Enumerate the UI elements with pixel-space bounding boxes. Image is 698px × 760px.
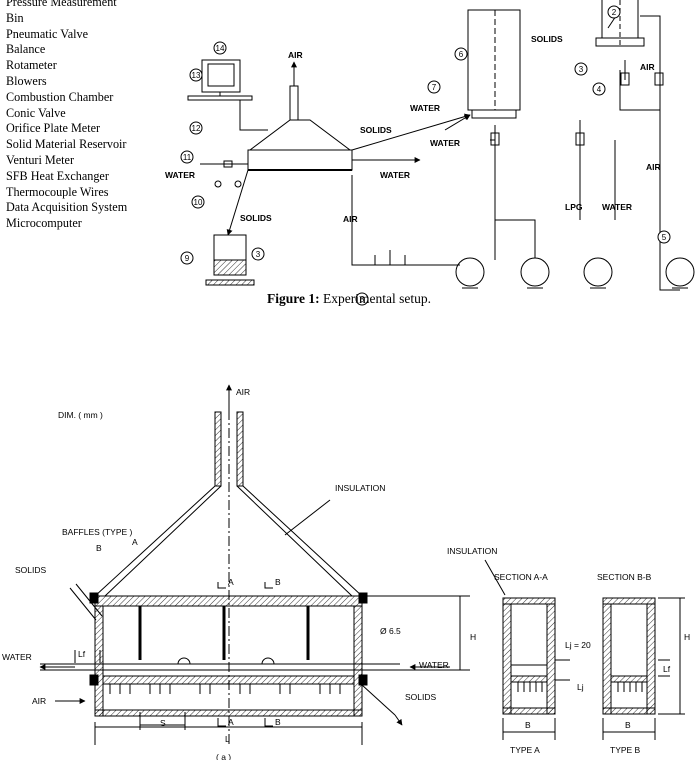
- label-b: B: [625, 720, 631, 730]
- label-insulation: INSULATION: [335, 483, 385, 493]
- label-water: WATER: [430, 138, 460, 148]
- label-type-b: TYPE B: [610, 745, 641, 755]
- figure2-diagram: [39, 384, 685, 745]
- legend-item: Thermocouple Wires: [6, 184, 109, 199]
- component-legend: Pressure Measurement Bin Pneumatic Valve…: [6, 0, 127, 232]
- label-section-bb: SECTION B-B: [597, 572, 652, 582]
- label-solids: SOLIDS: [360, 125, 392, 135]
- exchanger-hood: [248, 119, 352, 151]
- callout-number: 8: [360, 295, 365, 304]
- legend-item: Microcomputer: [6, 216, 82, 231]
- label-air: AIR: [343, 214, 358, 224]
- callout-number: 6: [459, 50, 464, 59]
- label-sub-figure: ( a ): [216, 752, 231, 760]
- label-air: AIR: [646, 162, 661, 172]
- label-solids: SOLIDS: [405, 692, 437, 702]
- label-dim: DIM. ( mm ): [58, 410, 103, 420]
- label-water: WATER: [419, 660, 449, 670]
- caption-label: Figure 1:: [267, 291, 320, 306]
- legend-item: Venturi Meter: [6, 152, 75, 167]
- label-water: WATER: [2, 652, 32, 662]
- legend-item: Solid Material Reservoir: [6, 137, 127, 152]
- blower: [455, 257, 485, 287]
- label-section-aa: SECTION A-A: [494, 572, 548, 582]
- legend-item: Conic Valve: [6, 105, 66, 120]
- label-air: AIR: [288, 50, 303, 60]
- label-solids: SOLIDS: [531, 34, 563, 44]
- legend-item: Pressure Measurement: [6, 0, 117, 9]
- blower: [583, 257, 613, 287]
- callout-number: 13: [192, 71, 201, 80]
- label-a: A: [228, 717, 234, 727]
- label-a: A: [228, 577, 234, 587]
- legend-item: SFB Heat Exchanger: [6, 168, 109, 183]
- legend-item: Combustion Chamber: [6, 89, 114, 104]
- label-lpg: LPG: [565, 202, 583, 212]
- legend-item: Orifice Plate Meter: [6, 121, 101, 136]
- label-water: WATER: [380, 170, 410, 180]
- blower: [520, 257, 550, 287]
- label-water: WATER: [165, 170, 195, 180]
- callout-number: 7: [432, 83, 437, 92]
- label-air: AIR: [32, 696, 46, 706]
- callout-number: 2: [612, 8, 617, 17]
- legend-item: Rotameter: [6, 58, 57, 73]
- label-h: H: [684, 632, 690, 642]
- combustion-chamber: [467, 9, 521, 111]
- legend-item: Balance: [6, 42, 46, 57]
- label-diameter: Ø 6.5: [380, 626, 401, 636]
- callout-number: 3: [579, 65, 584, 74]
- label-solids: SOLIDS: [15, 565, 47, 575]
- label-insulation: INSULATION: [447, 546, 497, 556]
- sfb-heat-exchanger: [247, 149, 353, 171]
- legend-item: Pneumatic Valve: [6, 26, 89, 41]
- blower: [665, 257, 695, 287]
- figure1-diagram: [187, 0, 695, 291]
- callout-number: 9: [185, 254, 190, 263]
- figure-caption: Figure 1: Experimental setup.: [0, 291, 698, 307]
- label-baffles: BAFFLES (TYPE ): [62, 527, 133, 537]
- label-s: S: [160, 718, 166, 728]
- label-lf: Lf: [663, 664, 671, 674]
- figure2-labels: AIR DIM. ( mm ) INSULATION BAFFLES (TYPE…: [2, 387, 690, 760]
- label-lj: Lj: [577, 682, 584, 692]
- label-solids: SOLIDS: [240, 213, 272, 223]
- legend-item: Blowers: [6, 73, 47, 88]
- figure1-callouts: 2 3 4 5 6 7 8 9 10 11 12 13 14 3: [180, 5, 671, 306]
- label-lj20: Lj = 20: [565, 640, 591, 650]
- callout-number: 4: [597, 85, 602, 94]
- label-b: B: [275, 577, 281, 587]
- label-lf: Lf: [78, 649, 86, 659]
- label-h: H: [470, 632, 476, 642]
- callout-number: 14: [216, 44, 225, 53]
- callout-number: 12: [192, 124, 201, 133]
- label-water: WATER: [602, 202, 632, 212]
- label-b: B: [525, 720, 531, 730]
- label-air: AIR: [640, 62, 655, 72]
- legend-item: Data Acquisition System: [6, 200, 128, 215]
- label-type-a: TYPE A: [510, 745, 540, 755]
- caption-text: Experimental setup.: [319, 291, 431, 306]
- label-water: WATER: [410, 103, 440, 113]
- label-air: AIR: [236, 387, 250, 397]
- callout-number: 11: [183, 153, 192, 162]
- figure1-labels: AIR SOLIDS AIR WATER SOLIDS WATER WATER …: [165, 34, 661, 224]
- callout-number: 10: [194, 198, 203, 207]
- callout-number: 3: [256, 250, 261, 259]
- label-l: L: [225, 734, 230, 744]
- callout-number: 5: [662, 233, 667, 242]
- label-b: B: [96, 543, 102, 553]
- label-b: B: [275, 717, 281, 727]
- label-a: A: [132, 537, 138, 547]
- legend-item: Bin: [6, 10, 24, 25]
